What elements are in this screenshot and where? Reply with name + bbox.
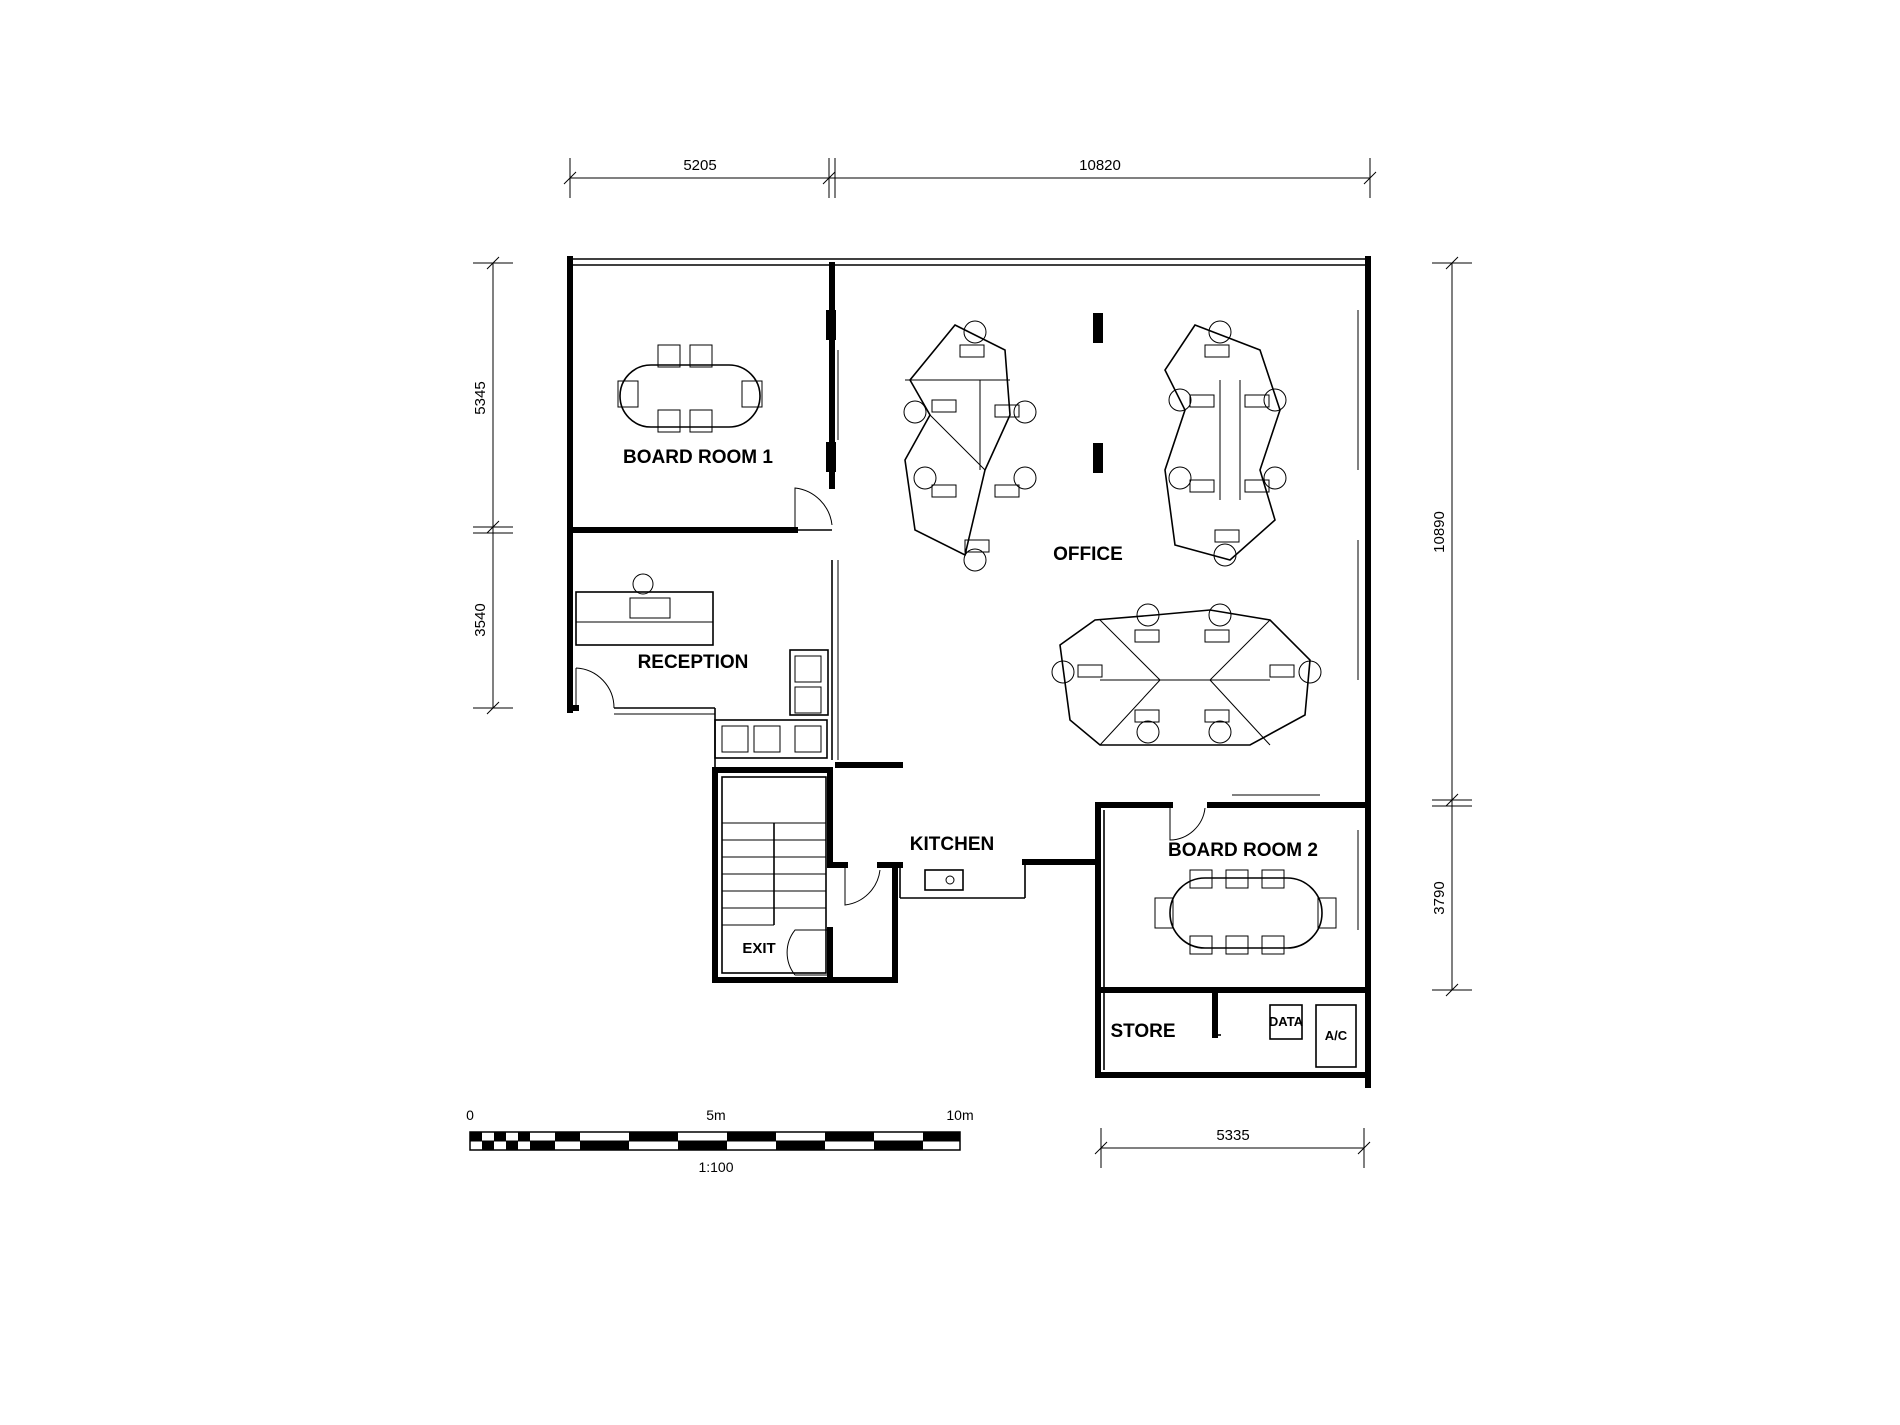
dimension-top-right: 10820: [1079, 157, 1121, 174]
store-label: STORE: [1110, 1021, 1175, 1042]
scale-label-5: 5m: [706, 1107, 725, 1123]
dimension-right: [1432, 256, 1472, 997]
exterior-walls: [567, 256, 1371, 1088]
scale-label-0: 0: [466, 1107, 474, 1123]
kitchen-sink: [924, 869, 964, 891]
board-room-1-table: [617, 344, 763, 433]
board-room-2-label: BOARD ROOM 2: [1168, 840, 1318, 861]
exit-label: EXIT: [742, 940, 775, 957]
interior-walls: [567, 262, 1371, 1078]
workstation-cluster-2: [1164, 320, 1287, 567]
workstation-cluster-3: [1051, 603, 1322, 746]
staircase: [721, 776, 827, 974]
data-label: DATA: [1269, 1014, 1304, 1029]
scale-label-10: 10m: [946, 1107, 973, 1123]
dimension-bottom-label: 5335: [1216, 1127, 1249, 1144]
kitchen-bench: [714, 649, 829, 759]
dimension-top-left: 5205: [683, 157, 716, 174]
dimension-bottom: [1094, 1128, 1371, 1168]
ac-unit: [1315, 1004, 1357, 1068]
scale-bar: [469, 1131, 961, 1151]
dimension-top: [563, 158, 1377, 198]
workstation-cluster-1: [903, 320, 1037, 572]
dimension-left-lower: 3540: [472, 603, 489, 636]
scale-ratio: 1:100: [698, 1159, 733, 1175]
reception-desk: [575, 573, 714, 646]
dimension-right-lower: 3790: [1431, 881, 1448, 914]
office-label: OFFICE: [1053, 544, 1123, 565]
data-cabinet: [1269, 1004, 1303, 1040]
board-room-2-table: [1154, 869, 1337, 955]
board-room-1-label: BOARD ROOM 1: [623, 447, 773, 468]
dimension-left: [473, 256, 513, 715]
reception-label: RECEPTION: [638, 652, 749, 673]
dimension-right-upper: 10890: [1431, 511, 1448, 553]
kitchen-label: KITCHEN: [910, 834, 994, 855]
ac-label: A/C: [1325, 1028, 1348, 1043]
dimension-left-upper: 5345: [472, 381, 489, 414]
